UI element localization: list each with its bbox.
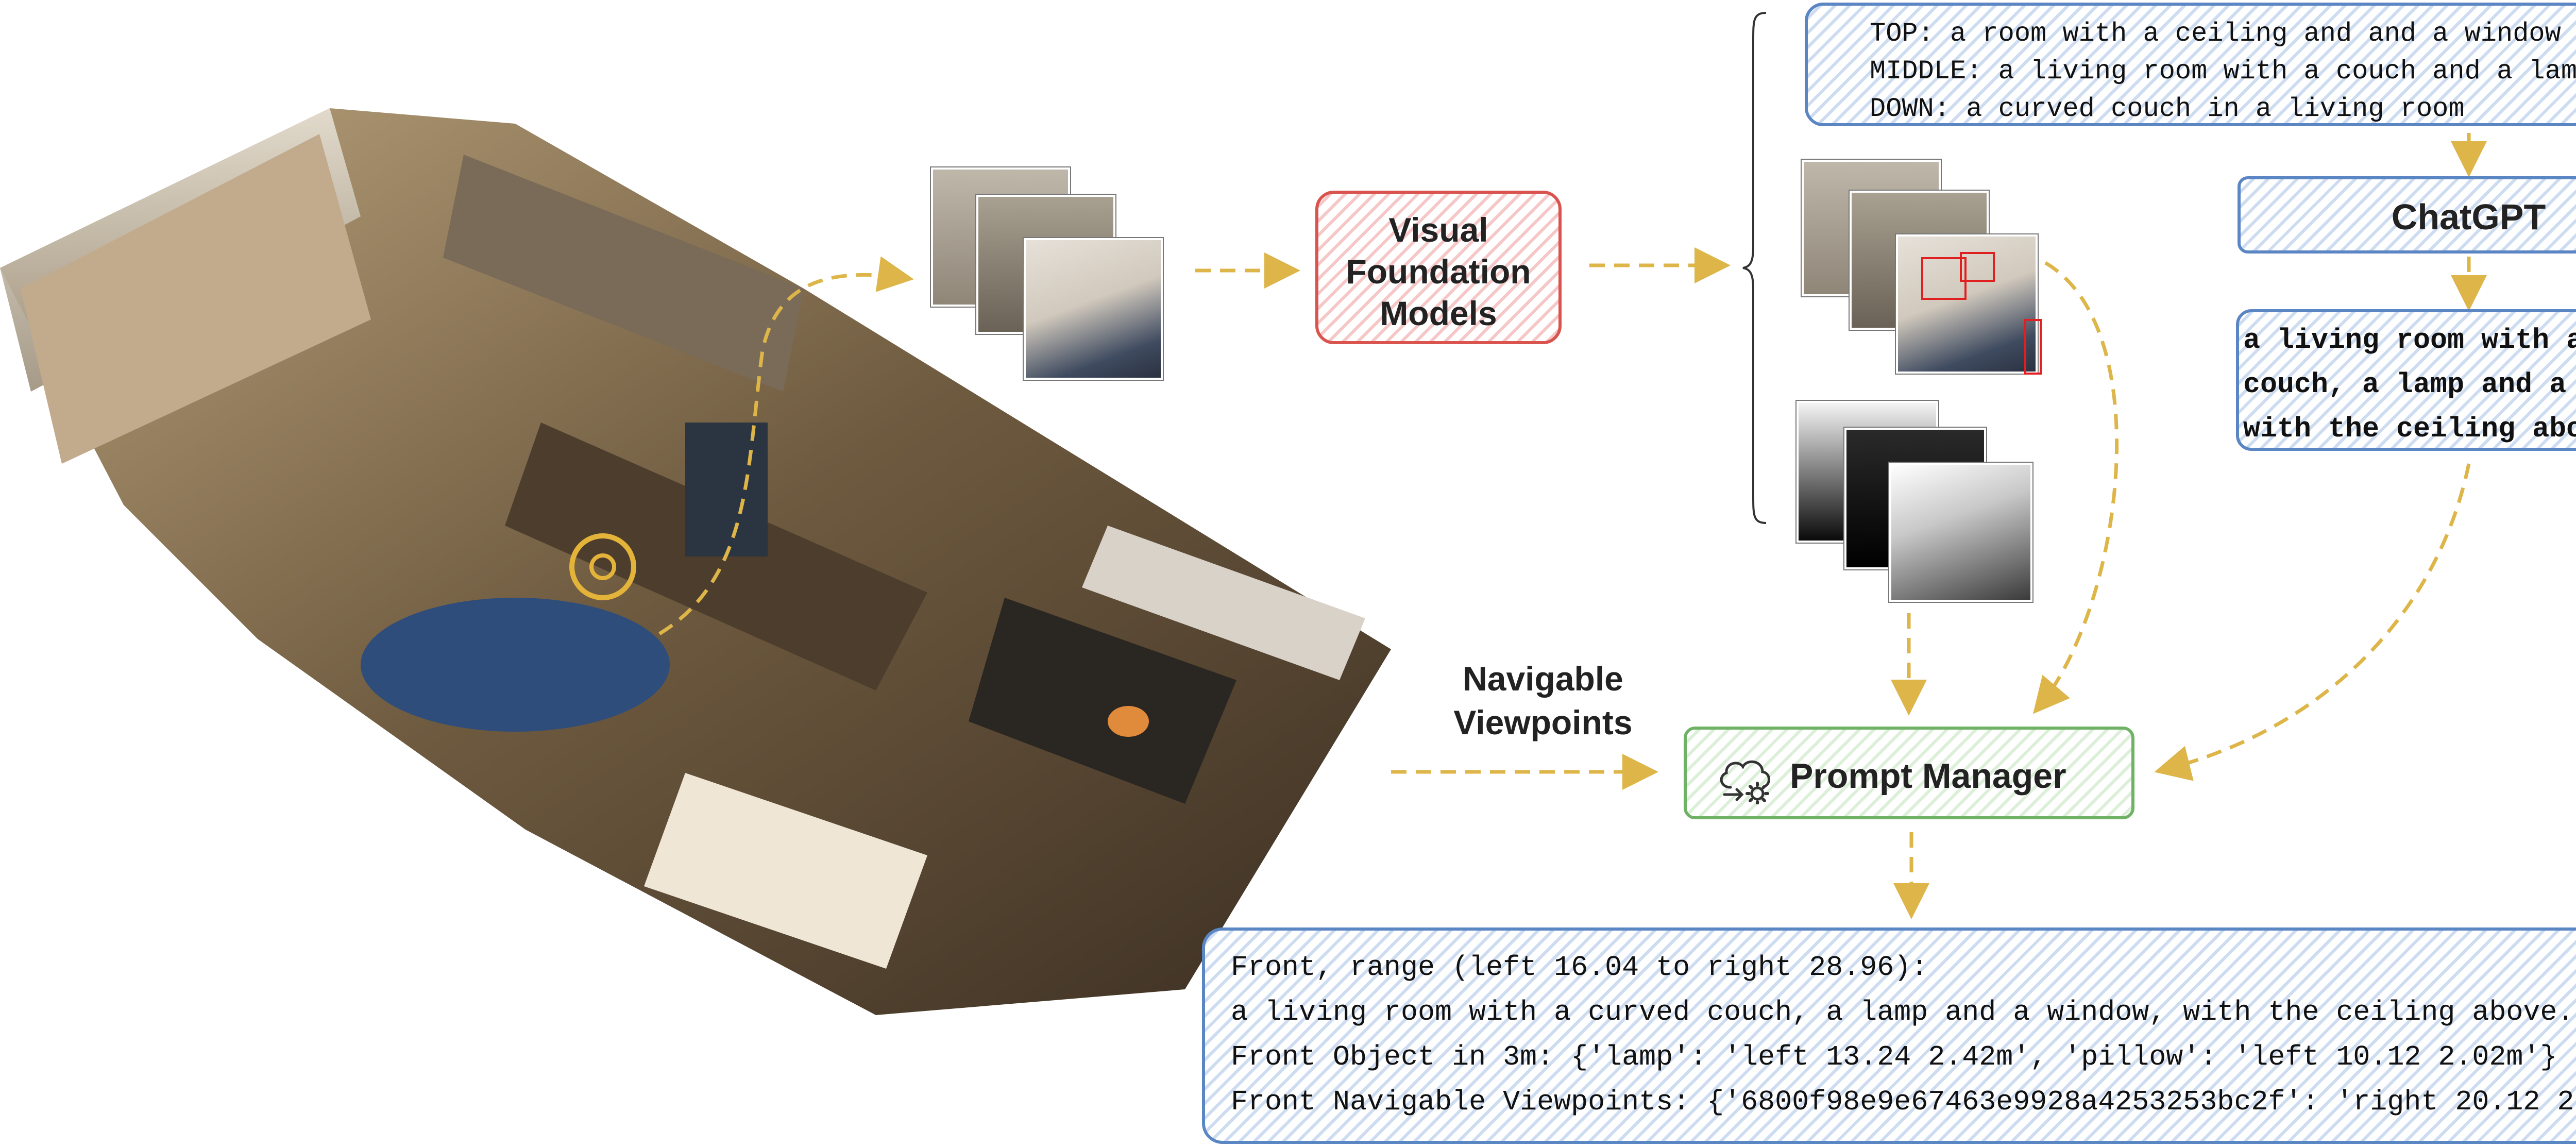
navigation-prompt-output-box: Front, range (left 16.04 to right 28.96)… (1202, 927, 2576, 1144)
prompt-manager-label: Prompt Manager (1790, 756, 2066, 796)
prompt-manager-box: Prompt Manager (1684, 727, 2134, 819)
grouping-brace (1742, 12, 1767, 524)
chatgpt-label: ChatGPT (2391, 197, 2546, 237)
room-summary-box: a living room with a curved couch, a lam… (2236, 309, 2576, 451)
summary-line-1: a living room with a curved (2243, 324, 2576, 357)
navigable-line-2: Viewpoints (1453, 703, 1633, 741)
view-captions-box: TOP: a room with a ceiling and and a win… (1805, 3, 2576, 126)
bbox-object (2024, 319, 2042, 375)
depth-image-down (1889, 463, 2032, 602)
arrow-summary-to-manager (2154, 463, 2471, 781)
detection-image-down (1896, 234, 2042, 375)
floorplan-3d-scene (0, 108, 1391, 1015)
navigable-line-1: Navigable (1463, 660, 1623, 698)
caption-top: TOP: a room with a ceiling and and a win… (1870, 19, 2561, 49)
visual-foundation-models-box: Visual Foundation Models (1315, 191, 1562, 344)
caption-middle: MIDDLE: a living room with a couch and a… (1870, 56, 2576, 87)
summary-line-3: with the ceiling above. (2243, 413, 2576, 445)
arrow-detect-to-manager (2032, 261, 2119, 714)
view-image-down (1024, 238, 1163, 380)
bbox-lamp (1960, 252, 1995, 282)
caption-down: DOWN: a curved couch in a living room (1870, 94, 2465, 124)
chatgpt-box: ChatGPT (2238, 176, 2576, 254)
vfm-line-1: Visual (1388, 211, 1488, 249)
navigable-viewpoints-label: Navigable Viewpoints (1414, 657, 1672, 745)
output-line-range: Front, range (left 16.04 to right 28.96)… (1231, 951, 1928, 984)
arrow-scene-to-views (658, 256, 914, 635)
bbox-pillow (1921, 257, 1967, 300)
summary-line-2: couch, a lamp and a window, (2243, 368, 2567, 401)
cloud-gear-icon (1720, 760, 1770, 804)
output-line-summary: a living room with a curved couch, a lam… (1231, 996, 2574, 1028)
vfm-line-3: Models (1380, 294, 1497, 332)
output-line-viewpoints: Front Navigable Viewpoints: {'6800f98e9e… (1231, 1086, 2576, 1118)
output-line-objects: Front Object in 3m: {'lamp': 'left 13.24… (1231, 1041, 2557, 1073)
vfm-line-2: Foundation (1346, 252, 1531, 291)
